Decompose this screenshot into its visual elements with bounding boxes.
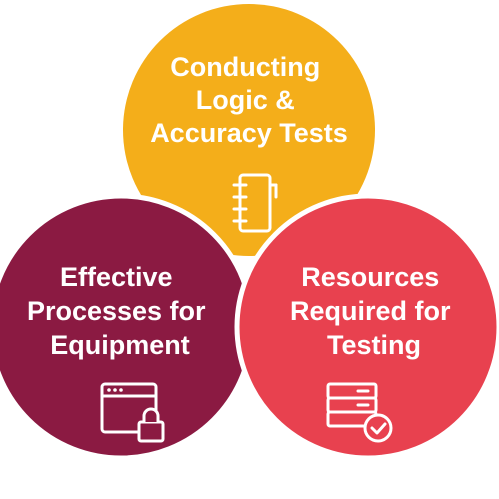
circle-left-shape [0,193,255,461]
circle-right-label: Resources Required for Testing [290,262,458,360]
circle-right: Resources Required for Testing [234,193,499,461]
circle-left-label-line: Equipment [50,330,190,360]
circle-right-label-line: Required for [290,296,451,326]
circle-top-label: Conducting Logic & Accuracy Tests [150,52,348,148]
circle-top: Conducting Logic & Accuracy Tests [123,4,375,256]
circle-top-label-line: Logic & [196,85,295,115]
circle-left: Effective Processes for Equipment [0,193,255,461]
circle-top-label-line: Conducting [170,52,320,82]
circle-right-label-line: Resources [301,262,439,292]
circle-left-label: Effective Processes for Equipment [27,262,213,360]
circle-top-label-line: Accuracy Tests [150,118,348,148]
circle-left-label-line: Effective [60,262,173,292]
circle-top-shape [123,4,375,256]
circle-left-label-line: Processes for [27,296,206,326]
circle-right-label-line: Testing [327,330,421,360]
notebook-icon [232,173,278,233]
database-check-icon [326,382,393,443]
browser-lock-icon [100,382,165,443]
circle-right-shape [234,193,499,461]
